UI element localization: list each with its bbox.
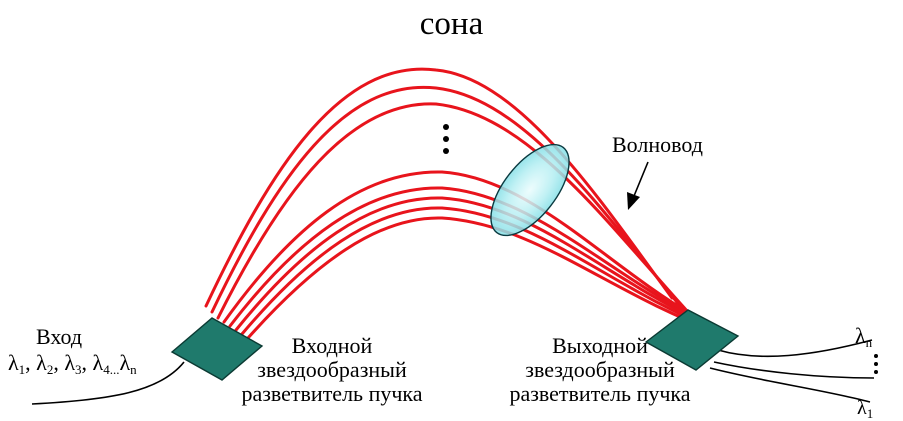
waveguide-path — [234, 196, 708, 332]
waveguide-path — [240, 206, 714, 336]
output-fiber-n — [717, 339, 873, 358]
waveguide-path — [246, 216, 720, 340]
input-coupler-line2: звездообразный — [257, 357, 407, 383]
output-fibers — [709, 339, 875, 403]
wavelength-symbol: λ — [64, 350, 76, 375]
input-coupler-line1: Входной — [291, 333, 373, 358]
waveguide-path — [216, 102, 690, 320]
waveguide-lens — [490, 143, 570, 237]
output-wavelength-n: λn — [855, 323, 873, 350]
wavelength-separator: , — [53, 350, 65, 375]
output-coupler-line1: Выходной — [552, 333, 648, 358]
output-fiber-2 — [713, 361, 875, 379]
input-coupler-label: Входной звездообразный разветвитель пучк… — [232, 333, 432, 407]
wavelength-subscript: 4... — [103, 362, 120, 377]
wavelength-symbol: λ — [855, 323, 866, 348]
output-coupler-label: Выходной звездообразный разветвитель пуч… — [500, 333, 700, 407]
wavelength-subscript: 1 — [866, 406, 874, 421]
output-ellipsis-dots — [874, 354, 878, 374]
diagram-title: сона — [419, 6, 484, 42]
wavelength-subscript: 2 — [46, 362, 54, 377]
input-star-coupler — [170, 317, 264, 381]
output-wavelength-1: λ1 — [857, 397, 874, 421]
wavelength-subscript: 1 — [18, 362, 26, 377]
input-wavelengths: λ1, λ2, λ3, λ4...λn — [8, 350, 137, 377]
waveguide-arrow — [627, 161, 649, 210]
waveguide-path — [222, 170, 696, 324]
waveguide-lower-group — [222, 170, 720, 340]
waveguide-path — [210, 85, 682, 314]
ellipsis-dots — [443, 124, 449, 154]
input-fiber — [31, 361, 185, 405]
wavelength-separator: , — [81, 350, 93, 375]
wavelength-symbol: λ — [36, 350, 47, 375]
output-fiber-1 — [709, 367, 871, 403]
wavelength-subscript: n — [130, 362, 137, 377]
wavelength-symbol: λ — [119, 350, 131, 375]
wavelength-symbol: λ — [857, 397, 867, 419]
output-star-coupler — [644, 309, 740, 371]
waveguide-upper-group — [204, 67, 690, 320]
wavelength-separator: , — [25, 350, 37, 375]
waveguide-label: Волновод — [612, 132, 703, 157]
waveguide-path — [228, 186, 702, 328]
wavelength-symbol: λ — [92, 350, 104, 375]
waveguide-path — [204, 67, 674, 308]
input-coupler-line3: разветвитель пучка — [241, 381, 423, 407]
output-coupler-line2: звездообразный — [525, 357, 675, 383]
output-coupler-line3: разветвитель пучка — [509, 381, 691, 407]
wavelength-subscript: n — [865, 335, 873, 350]
wavelength-symbol: λ — [8, 350, 19, 375]
input-label: Вход — [36, 324, 83, 349]
wavelength-subscript: 3 — [75, 362, 82, 377]
